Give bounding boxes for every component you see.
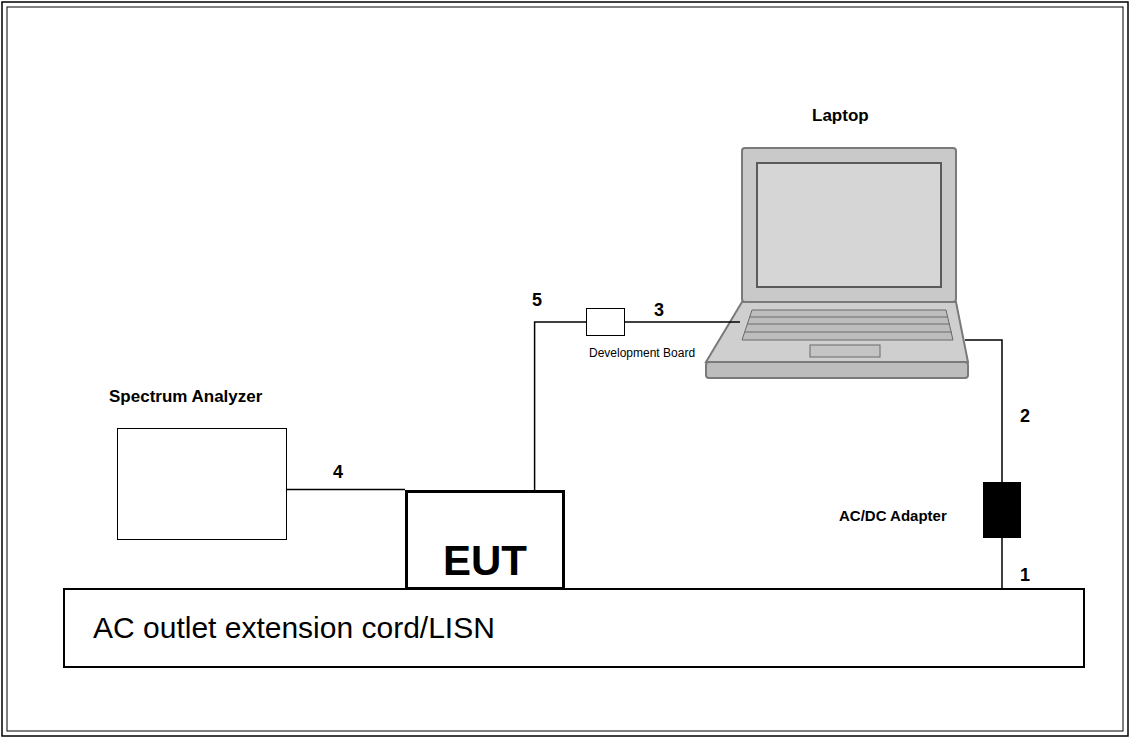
laptop: Laptop xyxy=(700,140,970,380)
cable-line xyxy=(287,489,405,490)
cable-line xyxy=(625,322,740,323)
node-label: AC/DC Adapter xyxy=(839,507,947,524)
ac-outlet-lisn-bar: AC outlet extension cord/LISN xyxy=(63,588,1085,668)
callout-number: 2 xyxy=(1020,406,1030,427)
node-label: Laptop xyxy=(812,106,869,126)
cable-line xyxy=(535,322,586,490)
eut-box: EUT xyxy=(405,490,565,590)
node-label: AC outlet extension cord/LISN xyxy=(93,611,495,646)
cable-line xyxy=(965,340,1002,482)
callout-number: 5 xyxy=(532,290,542,311)
development-board-box: Development Board xyxy=(586,308,625,336)
node-label: Spectrum Analyzer xyxy=(109,387,262,407)
node-label: EUT xyxy=(443,537,527,585)
cable-line xyxy=(1002,538,1003,588)
ac-dc-adapter: AC/DC Adapter xyxy=(983,482,1021,538)
spectrum-analyzer-box: Spectrum Analyzer xyxy=(117,428,287,540)
callout-number: 4 xyxy=(333,462,343,483)
callout-number: 1 xyxy=(1020,565,1030,586)
laptop-illustration xyxy=(706,148,968,378)
callout-number: 3 xyxy=(654,300,664,321)
inner-frame xyxy=(7,7,1123,731)
node-label: Development Board xyxy=(589,347,695,361)
